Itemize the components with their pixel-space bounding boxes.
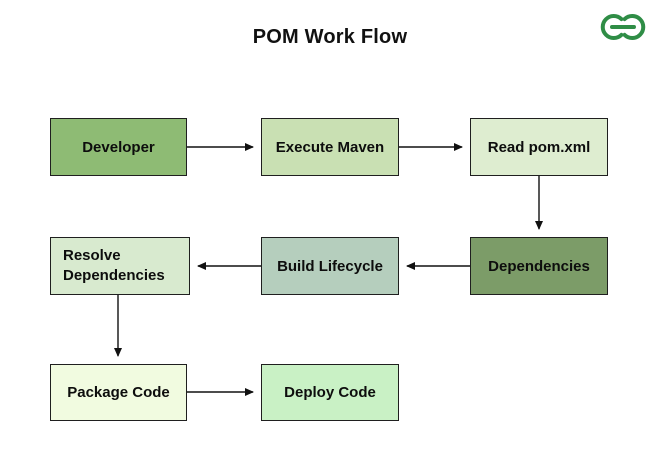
node-developer-label: Developer <box>82 138 155 156</box>
node-build-lifecycle-label: Build Lifecycle <box>277 257 383 275</box>
node-dependencies-label: Dependencies <box>488 257 590 275</box>
diagram-title: POM Work Flow <box>252 26 408 48</box>
geeksforgeeks-logo <box>600 14 646 40</box>
node-resolve-dependencies-label: Resolve Dependencies <box>63 246 165 284</box>
node-dependencies: Dependencies <box>470 237 608 295</box>
node-read-pom-xml: Read pom.xml <box>470 118 608 176</box>
node-package-code-label: Package Code <box>67 384 170 401</box>
node-resolve-dependencies: Resolve Dependencies <box>50 237 190 295</box>
node-developer: Developer <box>50 118 187 176</box>
node-execute-maven: Execute Maven <box>261 118 399 176</box>
node-read-pom-xml-label: Read pom.xml <box>487 138 591 156</box>
node-execute-maven-label: Execute Maven <box>275 138 385 156</box>
node-deploy-code: Deploy Code <box>261 364 399 421</box>
node-build-lifecycle: Build Lifecycle <box>261 237 399 295</box>
node-package-code: Package Code <box>50 364 187 421</box>
node-deploy-code-label: Deploy Code <box>284 384 376 401</box>
